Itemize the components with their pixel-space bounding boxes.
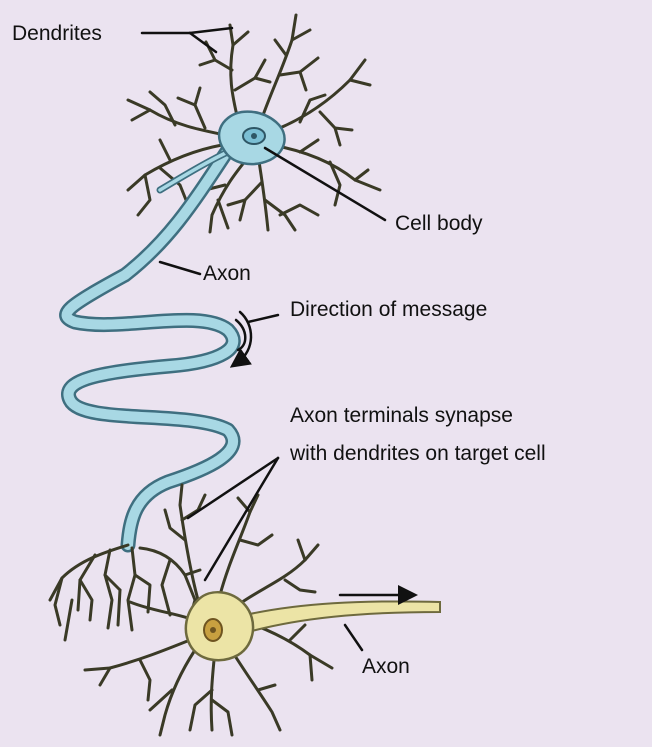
label-direction-of-message: Direction of message (290, 298, 487, 321)
label-axon-top: Axon (203, 262, 251, 285)
target-neuron-cell-body (186, 592, 253, 660)
top-neuron-cell-body (219, 112, 284, 164)
label-axon-bottom: Axon (362, 655, 410, 678)
terminals-leader-2 (205, 458, 278, 580)
label-terminals-line1: Axon terminals synapse (290, 404, 513, 427)
label-terminals-line2: with dendrites on target cell (289, 442, 546, 465)
label-cell-body: Cell body (395, 212, 483, 235)
target-neuron-axon (245, 601, 440, 632)
axon-fiber (67, 150, 234, 545)
axon-top-leader (160, 262, 200, 274)
direction-leader (248, 315, 278, 322)
axon-bottom-leader (345, 625, 362, 650)
axon-terminal-branches (50, 545, 200, 640)
label-dendrites: Dendrites (12, 22, 102, 45)
